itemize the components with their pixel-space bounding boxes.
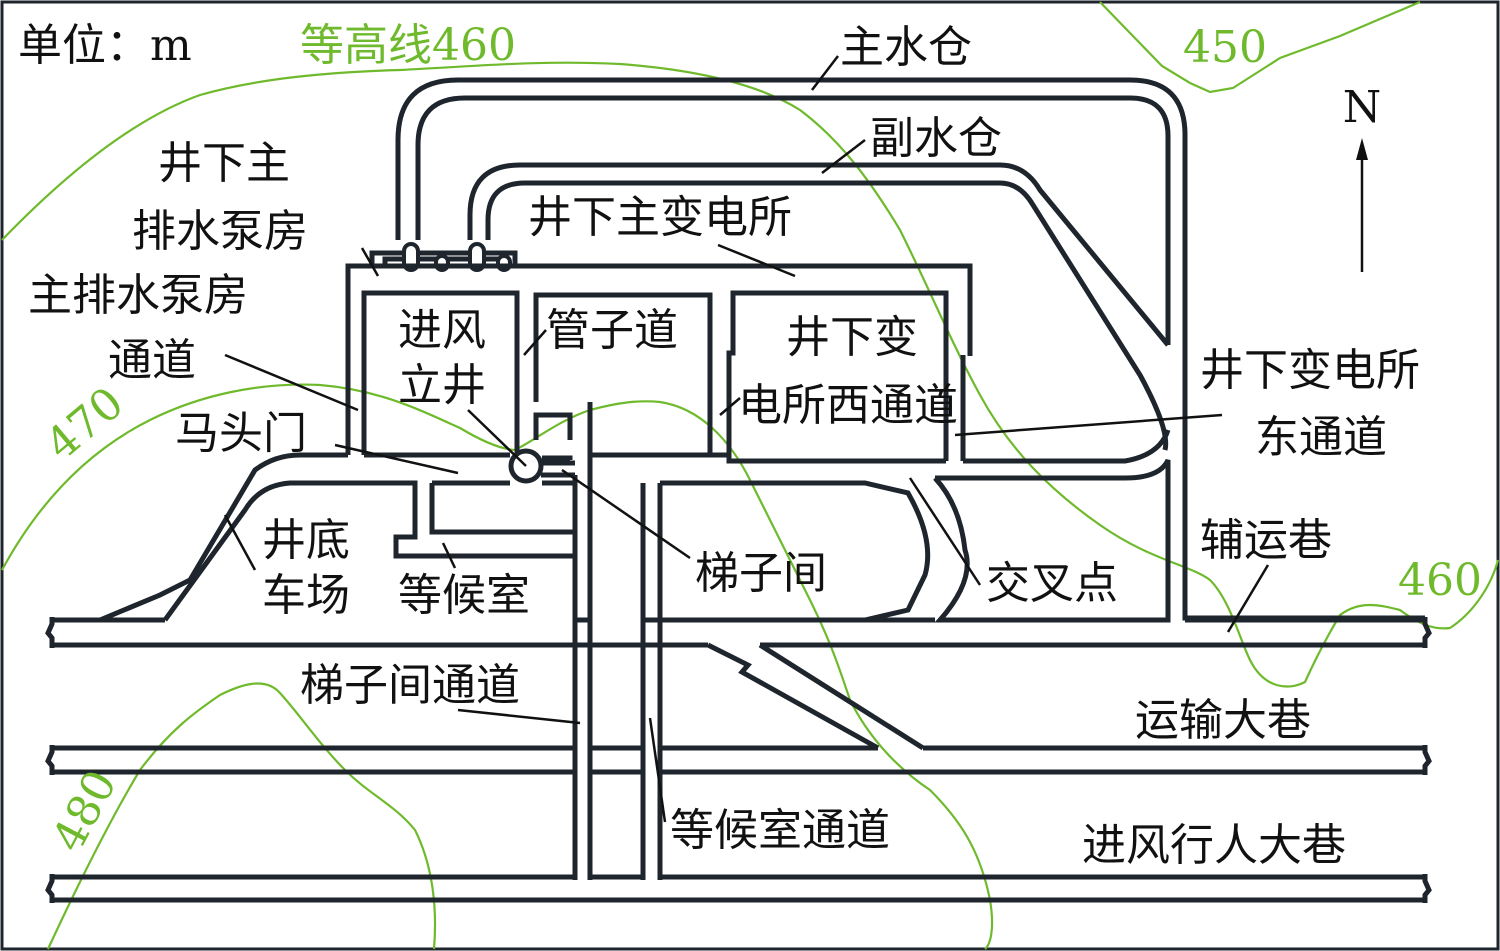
main-sump-tunnel-inner: [415, 95, 1171, 345]
north-arrow-head-icon: [1356, 138, 1368, 160]
leader-substation-west: [719, 397, 741, 416]
contour-line-480: [47, 682, 437, 950]
label-pump-passage-1: 主排水泵房: [28, 270, 248, 321]
leader-substation-east: [954, 413, 1223, 437]
leader-pump-room: [360, 247, 380, 277]
label-horse-head-door: 马头门: [175, 408, 307, 459]
label-pipe-way: 管子道: [546, 305, 678, 356]
contour-line-470: [1, 383, 994, 950]
north-arrow: N: [1343, 82, 1382, 272]
label-main-substation: 井下主变电所: [528, 192, 792, 243]
leader-waiting-room: [441, 542, 457, 569]
north-label: N: [1343, 82, 1382, 133]
horse-head-corridor-top: [99, 429, 1171, 623]
main-substation-outline: [345, 263, 973, 455]
label-ladder-passage: 梯子间通道: [300, 660, 520, 711]
leader-crossing-point: [908, 477, 982, 586]
leader-lines: [223, 55, 1270, 823]
ladder-room-block: [660, 480, 931, 623]
aux-haulage-way: [52, 617, 1425, 648]
contour-line-460: [1, 61, 1500, 688]
main-sump-tunnel: [395, 77, 1425, 621]
aux-sump-tunnel: [467, 162, 1170, 347]
label-intake-pedestrian-roadway: 进风行人大巷: [1082, 820, 1346, 871]
label-shaft-bottom-yard-1: 井底: [262, 515, 350, 566]
crossing-point-block: [933, 458, 1171, 623]
contour-label-460-top: 等高线460: [300, 20, 516, 71]
leader-intake-shaft: [467, 409, 527, 467]
tunnels: [45, 77, 1432, 903]
substation-west-block: [726, 290, 949, 461]
contour-line-450: [1099, 0, 1421, 94]
label-substation-west-2: 电所西通道: [738, 380, 958, 431]
label-intake-shaft-1: 进风: [398, 305, 486, 356]
waiting-passage-shaft: [640, 483, 663, 880]
contour-label-460-right: 460: [1398, 555, 1482, 606]
label-ladder-room: 梯子间: [695, 548, 827, 599]
label-main-sump: 主水仓: [840, 22, 972, 73]
contour-label-450: 450: [1183, 22, 1267, 73]
label-substation-east-1: 井下变电所: [1200, 345, 1420, 396]
label-intake-shaft-2: 立井: [398, 360, 486, 411]
pipe-way-lower: [533, 402, 593, 455]
leader-main-substation: [717, 243, 796, 278]
label-substation-east-2: 东通道: [1255, 412, 1387, 463]
aux-sump-tunnel-inner: [485, 180, 1169, 451]
label-pump-room-1: 井下主: [158, 138, 290, 189]
intake-pedestrian-roadway: [52, 874, 1425, 903]
label-aux-sump: 副水仓: [870, 113, 1002, 164]
leader-shaft-bottom-yard: [223, 514, 257, 571]
label-shaft-bottom-yard-2: 车场: [262, 570, 350, 621]
leader-ladder-passage: [457, 708, 581, 725]
unit-label: 单位：m: [18, 20, 192, 71]
leader-aux-sump: [821, 139, 866, 174]
shaft-bottom-yard-inner: [162, 480, 575, 622]
label-haulage-roadway: 运输大巷: [1135, 695, 1311, 746]
leader-aux-haulage: [1226, 564, 1270, 633]
label-aux-haulage-way: 辅运巷: [1200, 515, 1332, 566]
break-marks-left: [45, 617, 55, 903]
label-waiting-room: 等候室: [398, 570, 530, 621]
leader-waiting-passage: [648, 717, 667, 823]
label-crossing-point: 交叉点: [986, 558, 1118, 609]
labels: 单位：m 等高线460 450 460 470 480 主水仓 副水仓 井下主 …: [18, 20, 1482, 871]
leader-main-sump: [811, 55, 839, 91]
label-waiting-passage: 等候室通道: [670, 805, 890, 856]
label-pump-room-2: 排水泵房: [132, 206, 308, 257]
haulage-roadway: [52, 642, 1425, 775]
leader-pipe-way: [523, 329, 547, 356]
break-marks-right: [1422, 617, 1432, 903]
leader-horse-head-door: [334, 443, 459, 475]
intake-shaft-block: [361, 290, 520, 455]
label-pump-passage-2: 通道: [108, 335, 196, 386]
leader-pump-passage: [224, 353, 359, 412]
pipe-way-block: [533, 292, 713, 455]
label-substation-west-1: 井下变: [786, 312, 918, 363]
ladder-passage-shaft: [572, 455, 593, 880]
leader-ladder-room: [561, 468, 691, 560]
